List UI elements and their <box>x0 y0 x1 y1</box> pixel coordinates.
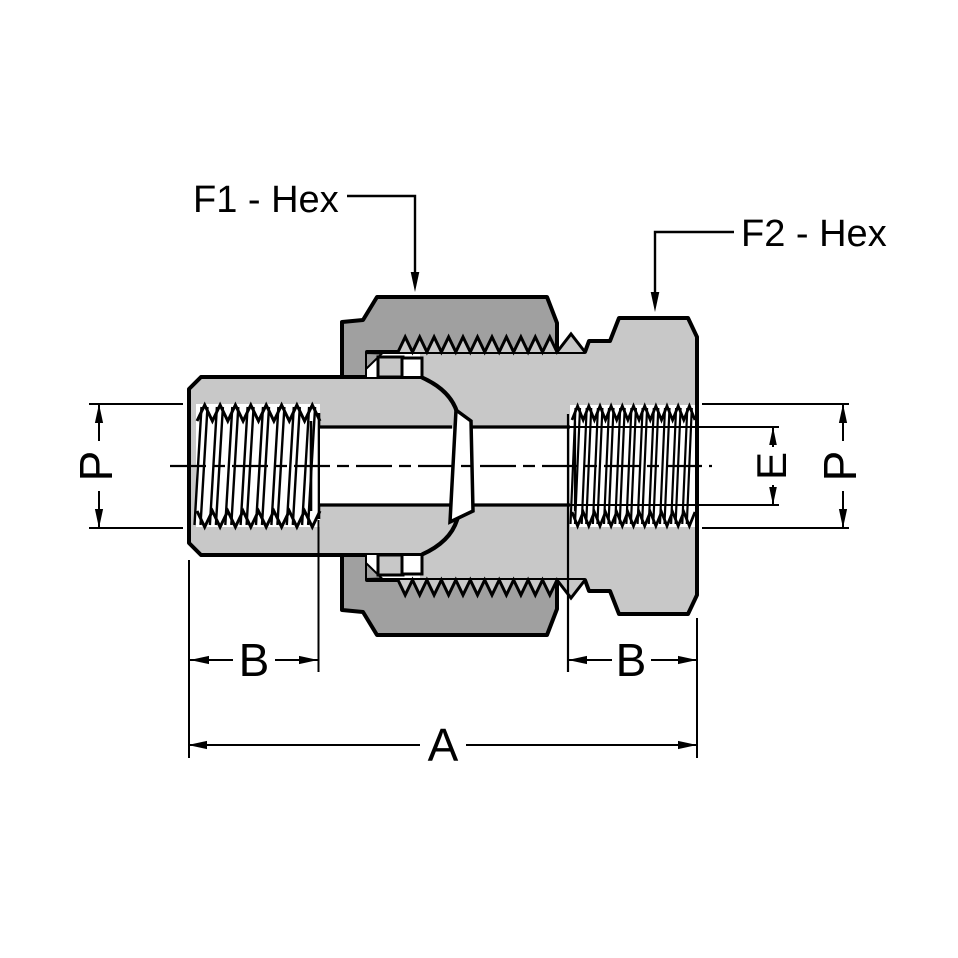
arrow-p-right-up <box>838 404 848 423</box>
leader-f1 <box>347 194 417 274</box>
arrow-p-left-down <box>94 509 104 528</box>
dim-label-p-left: P <box>70 451 122 482</box>
ext-p-left <box>89 403 183 529</box>
callout-leaders <box>347 194 734 312</box>
arrow-b-left-r <box>299 655 318 665</box>
nut-pocket-details <box>365 351 424 581</box>
dim-label-e: E <box>748 452 795 480</box>
arrow-f1 <box>410 272 420 292</box>
dimension-arrowheads <box>94 404 848 750</box>
dimension-lines <box>89 403 849 758</box>
callout-f2-hex: F2 - Hex <box>741 213 887 255</box>
dim-label-b-right: B <box>616 634 647 686</box>
male-teeth-top-outline <box>396 331 587 356</box>
arrow-b-left-l <box>190 655 209 665</box>
arrow-f2 <box>650 292 660 312</box>
arrow-p-left-up <box>94 404 104 423</box>
arrow-e-up <box>769 427 777 445</box>
leader-f2 <box>653 230 734 294</box>
ext-p-right <box>702 403 849 529</box>
arrow-e-down <box>769 487 777 505</box>
arrow-a-l <box>188 740 207 750</box>
gap-slot-bottom <box>400 553 424 576</box>
arrow-p-right-down <box>838 509 848 528</box>
dim-label-a: A <box>428 719 459 771</box>
gap-slot-top <box>400 356 424 379</box>
dim-label-b-left: B <box>239 634 270 686</box>
right-thread-crests-bottom <box>570 508 697 530</box>
callout-f1-hex: F1 - Hex <box>193 179 339 221</box>
left-thread-crests-top <box>195 401 322 425</box>
left-thread-crests-bottom <box>195 507 322 531</box>
arrow-b-right-l <box>568 655 587 665</box>
arrow-a-r <box>678 740 697 750</box>
shoulder-block-top <box>376 355 405 379</box>
dim-label-p-right: P <box>814 451 866 482</box>
shoulder-block-bottom <box>376 553 405 577</box>
male-teeth-bottom-outline <box>396 576 587 601</box>
bore-lines <box>319 425 570 507</box>
right-thread-crests-top <box>570 402 697 424</box>
male-thread-teeth <box>396 331 587 601</box>
arrow-b-right-r <box>678 655 697 665</box>
labels: F1 - Hex F2 - Hex P E P B B A <box>70 179 887 771</box>
ext-e-right <box>570 426 779 506</box>
